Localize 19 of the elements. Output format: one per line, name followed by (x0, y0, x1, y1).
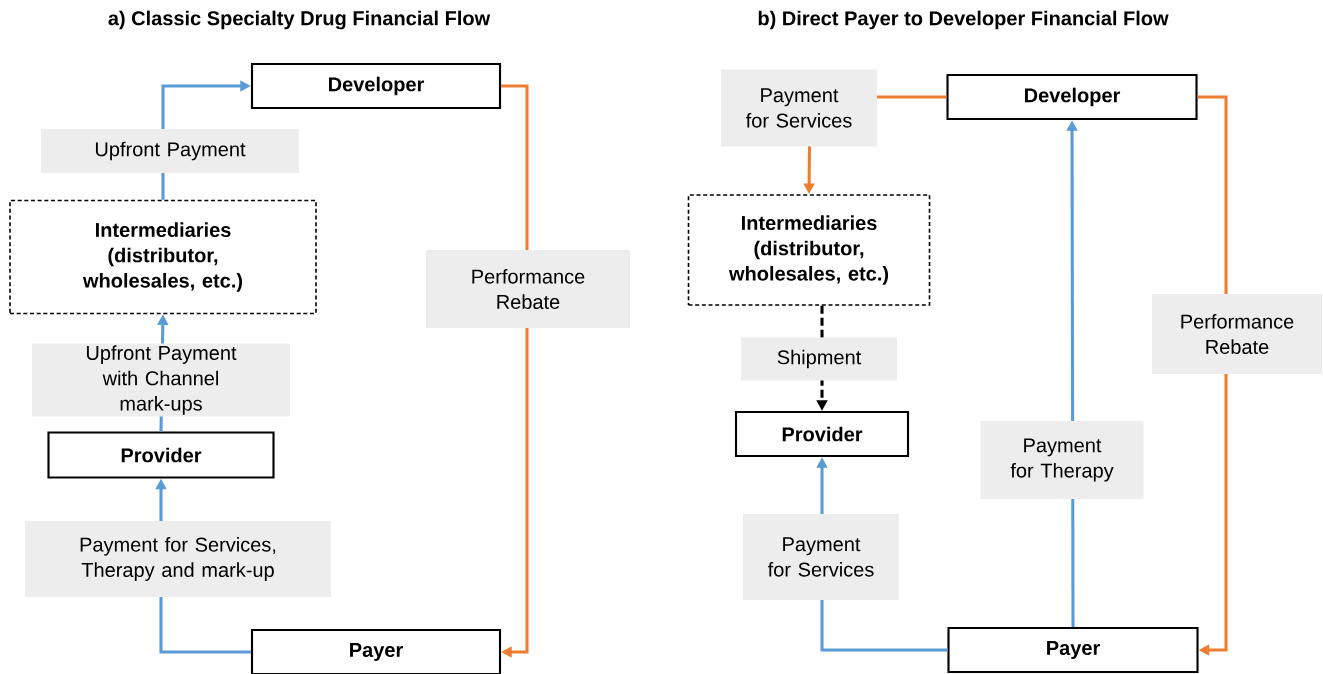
process-box: Developer (946, 73, 1198, 121)
edge-label: Payment for Therapy (980, 421, 1144, 499)
edge-label: Upfront Payment with Channel mark-ups (32, 343, 290, 417)
dashed-box: Intermediaries (distributor, wholesales, etc.) (9, 199, 317, 315)
edge-label: Payment for Services (743, 514, 899, 600)
edge-label: Payment for Services (721, 69, 877, 147)
process-box: Developer (250, 62, 502, 110)
edge-label: Payment for Services, Therapy and mark-up (25, 521, 331, 597)
process-box: Provider (47, 431, 275, 479)
process-box: Payer (250, 628, 502, 674)
process-box: Payer (947, 626, 1199, 674)
edge-label: Performance Rebate (426, 250, 630, 328)
edge-label: Shipment (741, 337, 897, 381)
panel-title: b) Direct Payer to Developer Financial Flow (758, 10, 1169, 30)
dashed-box: Intermediaries (distributor, wholesales, etc.) (687, 194, 931, 306)
edge-label: Performance Rebate (1152, 294, 1322, 374)
panel-title: a) Classic Specialty Drug Financial Flow (108, 10, 491, 30)
process-box: Provider (734, 410, 910, 458)
edge-label: Upfront Payment (41, 129, 299, 173)
